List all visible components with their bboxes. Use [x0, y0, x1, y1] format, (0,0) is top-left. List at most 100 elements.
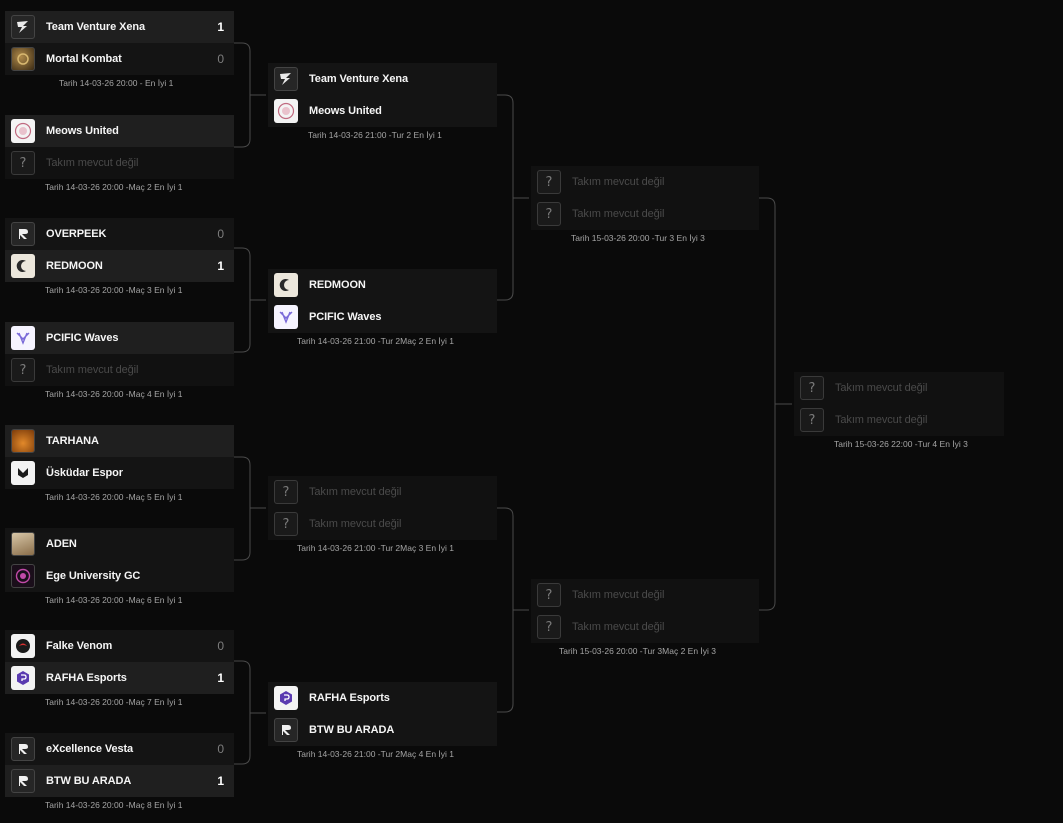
team-row[interactable]: PCIFIC Waves	[5, 322, 234, 354]
team-row[interactable]: TARHANA	[5, 425, 234, 457]
team-row[interactable]: REDMOON	[268, 269, 497, 301]
team-name: Ege University GC	[46, 570, 141, 582]
team-row[interactable]: BTW BU ARADA	[268, 714, 497, 746]
team-row[interactable]: Meows United	[268, 95, 497, 127]
team-row[interactable]: BTW BU ARADA 1	[5, 765, 234, 797]
team-name: Falke Venom	[46, 640, 113, 652]
match-date: Tarih 15-03-26 20:00 -Tur 3 En İyi 3	[571, 233, 705, 243]
match-date: Tarih 14-03-26 21:00 -Tur 2 En İyi 1	[308, 130, 442, 140]
match-date: Tarih 14-03-26 20:00 -Maç 4 En İyi 1	[45, 389, 183, 399]
match-card[interactable]: ADEN Ege University GC Tarih 14-03-26 20:0…	[5, 528, 234, 608]
r-logo	[274, 718, 298, 742]
question-icon: ?	[537, 170, 561, 194]
team-name: Takım mevcut değil	[572, 176, 665, 188]
team-row[interactable]: ? Takım mevcut değil	[531, 166, 759, 198]
redmoon-logo	[11, 254, 35, 278]
team-name: Meows United	[46, 125, 119, 137]
falke-logo	[11, 634, 35, 658]
team-row[interactable]: ?Takım mevcut değil	[531, 198, 759, 230]
question-icon: ?	[274, 480, 298, 504]
r-logo	[11, 222, 35, 246]
team-name: BTW BU ARADA	[46, 775, 132, 787]
team-row[interactable]: ADEN	[5, 528, 234, 560]
match-date: Tarih 14-03-26 20:00 -Maç 5 En İyi 1	[45, 492, 183, 502]
r-logo	[11, 769, 35, 793]
match-date: Tarih 14-03-26 20:00 -Maç 6 En İyi 1	[45, 595, 183, 605]
team-name: Takım mevcut değil	[309, 486, 402, 498]
team-row[interactable]: ? Takım mevcut değil	[5, 147, 234, 179]
question-icon: ?	[11, 151, 35, 175]
team-row[interactable]: ? Takım mevcut değil	[794, 404, 1004, 436]
team-name: Takım mevcut değil	[572, 208, 665, 220]
team-score: 1	[217, 774, 224, 788]
team-name: OVERPEEK	[46, 228, 107, 240]
team-row[interactable]: Üsküdar Espor	[5, 457, 234, 489]
team-name: REDMOON	[309, 279, 366, 291]
match-date: Tarih 14-03-26 21:00 -Tur 2Maç 3 En İyi …	[297, 543, 455, 553]
team-row[interactable]: PCIFIC Waves	[268, 301, 497, 333]
match-date: Tarih 14-03-26 21:00 -Tur 2Maç 4 En İyi …	[297, 749, 455, 759]
match-date: Tarih 15-03-26 20:00 -Tur 3Maç 2 En İyi …	[559, 646, 717, 656]
team-score: 0	[217, 52, 224, 66]
team-score: 1	[217, 259, 224, 273]
team-row[interactable]: ?Takım mevcut değil	[531, 579, 759, 611]
team-row[interactable]: ? Takım mevcut değil	[268, 476, 497, 508]
team-score: 0	[217, 742, 224, 756]
team-row[interactable]: ?Takım mevcut değil	[5, 354, 234, 386]
team-row[interactable]: Mortal Kombat 0	[5, 43, 234, 75]
match-date: Tarih 14-03-26 20:00 -Maç 8 En İyi 1	[45, 800, 183, 810]
pacific-logo	[11, 326, 35, 350]
team-score: 1	[217, 20, 224, 34]
mortal-kombat-logo	[11, 47, 35, 71]
team-name: Mortal Kombat	[46, 53, 122, 65]
team-row[interactable]: Ege University GC	[5, 560, 234, 592]
team-name: PCIFIC Waves	[46, 332, 119, 344]
team-name: Takım mevcut değil	[572, 621, 665, 633]
aden-logo	[11, 532, 35, 556]
team-name: Takım mevcut değil	[46, 157, 139, 169]
team-row[interactable]: ?Takım mevcut değil	[268, 508, 497, 540]
team-score: 1	[217, 671, 224, 685]
team-score: 0	[217, 227, 224, 241]
team-row[interactable]: RAFHA Esports	[268, 682, 497, 714]
team-name: Takım mevcut değil	[835, 414, 928, 426]
rafha-logo	[11, 666, 35, 690]
team-name: Team Venture Xena	[46, 21, 145, 33]
team-row[interactable]: Meows United	[5, 115, 234, 147]
team-name: Meows United	[309, 105, 382, 117]
match-date: Tarih 15-03-26 22:00 -Tur 4 En İyi 3	[834, 439, 968, 449]
team-row[interactable]: Team Venture Xena	[268, 63, 497, 95]
team-row[interactable]: Team Venture Xena 1	[5, 11, 234, 43]
pacific-logo	[274, 305, 298, 329]
team-row[interactable]: ?Takım mevcut değil	[794, 372, 1004, 404]
team-row[interactable]: OVERPEEK 0	[5, 218, 234, 250]
team-row[interactable]: ?Takım mevcut değil	[531, 611, 759, 643]
question-icon: ?	[537, 583, 561, 607]
r-logo	[11, 737, 35, 761]
question-icon: ?	[800, 408, 824, 432]
meows-logo	[274, 99, 298, 123]
question-icon: ?	[274, 512, 298, 536]
team-name: Takım mevcut değil	[835, 382, 928, 394]
match-date: Tarih 14-03-26 20:00 -Maç 3 En İyi 1	[45, 285, 183, 295]
